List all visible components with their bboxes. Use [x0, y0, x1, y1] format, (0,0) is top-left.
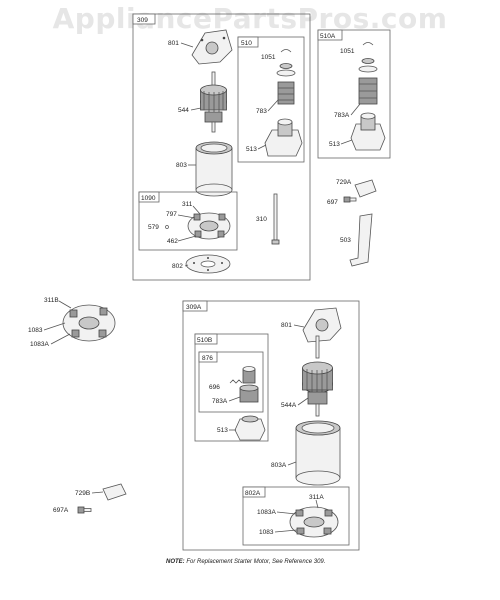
group-876-label: 876	[202, 355, 213, 362]
label-729b: 729B	[75, 490, 90, 497]
label-783: 783	[256, 108, 267, 115]
label-310: 310	[256, 216, 267, 223]
label-311b: 311B	[44, 297, 59, 304]
end-cap-801-b[interactable]	[302, 307, 342, 343]
group-309a-frame	[182, 300, 360, 551]
group-1090-frame	[138, 191, 238, 251]
note-prefix: NOTE:	[166, 559, 185, 565]
label-1083a-b: 1083A	[257, 509, 276, 516]
group-510b-tag	[194, 333, 218, 345]
group-510a-tag	[317, 29, 343, 41]
housing-803a[interactable]	[295, 420, 341, 486]
label-803a: 803A	[271, 462, 287, 469]
label-311: 311	[182, 201, 193, 208]
group-510-label: 510	[241, 40, 252, 47]
group-309-frame	[132, 13, 311, 281]
label-544a: 544A	[281, 402, 297, 409]
group-1090-tag	[138, 191, 160, 203]
group-309-tag	[132, 13, 156, 25]
label-801-b: 801	[281, 322, 292, 329]
bracket-503[interactable]	[349, 213, 373, 267]
label-802: 802	[172, 263, 183, 270]
through-bolt-310[interactable]	[271, 193, 280, 245]
clip-729a[interactable]	[354, 179, 377, 198]
label-797: 797	[166, 211, 177, 218]
clip-729b[interactable]	[102, 483, 127, 501]
group-510b-frame	[194, 333, 269, 442]
label-729a: 729A	[336, 179, 352, 186]
label-803: 803	[176, 162, 187, 169]
label-1083: 1083	[28, 327, 43, 334]
watermark-text: AppliancePartsPros.com	[52, 2, 448, 35]
gear-513-b[interactable]	[350, 112, 386, 151]
gear-513[interactable]	[264, 118, 303, 157]
label-697a: 697A	[53, 507, 69, 514]
group-309-label: 309	[137, 17, 148, 24]
note-body: For Replacement Starter Motor, See Refer…	[186, 559, 326, 565]
label-503: 503	[340, 237, 351, 244]
group-802a-frame	[242, 486, 350, 546]
pinion-783a-b[interactable]	[239, 384, 259, 403]
label-783a-b: 783A	[212, 398, 228, 405]
label-1083-b: 1083	[259, 529, 274, 536]
pinion-783[interactable]	[277, 81, 295, 105]
brush-plate-311[interactable]	[187, 212, 231, 240]
label-513: 513	[246, 146, 257, 153]
group-876-frame	[198, 351, 264, 413]
label-579: 579	[148, 224, 159, 231]
pinion-783a[interactable]	[358, 77, 378, 105]
armature-544[interactable]	[200, 71, 227, 133]
gear-513-c[interactable]	[234, 415, 266, 441]
armature-544a[interactable]	[302, 335, 333, 417]
group-309a-tag	[182, 300, 208, 312]
label-513-b: 513	[329, 141, 340, 148]
retainer-1051-b[interactable]	[358, 42, 378, 73]
group-802a-label: 802A	[245, 490, 261, 497]
brush-plate-311a[interactable]	[289, 506, 339, 538]
group-876-tag	[198, 351, 218, 363]
gasket-802[interactable]	[185, 254, 231, 274]
spring-696[interactable]	[229, 366, 256, 384]
group-510b-label: 510B	[197, 337, 212, 344]
screw-697a[interactable]	[77, 506, 92, 514]
group-510-tag	[237, 36, 259, 48]
group-510-frame	[237, 36, 305, 163]
group-510a-label: 510A	[320, 33, 336, 40]
housing-803[interactable]	[195, 141, 233, 197]
end-cap-801[interactable]	[191, 29, 233, 65]
label-1051: 1051	[261, 54, 276, 61]
screw-697[interactable]	[343, 196, 357, 203]
label-1083a: 1083A	[30, 341, 49, 348]
label-1051-b: 1051	[340, 48, 355, 55]
label-697: 697	[327, 199, 338, 206]
retainer-1051[interactable]	[276, 49, 296, 77]
group-510a-frame	[317, 29, 391, 159]
label-513-c: 513	[217, 427, 228, 434]
note-text: NOTE: For Replacement Starter Motor, See…	[166, 559, 325, 565]
label-544: 544	[178, 107, 189, 114]
label-311a: 311A	[309, 494, 324, 501]
group-309a-label: 309A	[186, 304, 202, 311]
label-783a: 783A	[334, 112, 350, 119]
label-801: 801	[168, 40, 179, 47]
label-696: 696	[209, 384, 220, 391]
group-1090-label: 1090	[141, 195, 156, 202]
group-802a-tag	[242, 486, 266, 498]
brush-plate-311b[interactable]	[62, 304, 116, 342]
label-462: 462	[167, 238, 178, 245]
